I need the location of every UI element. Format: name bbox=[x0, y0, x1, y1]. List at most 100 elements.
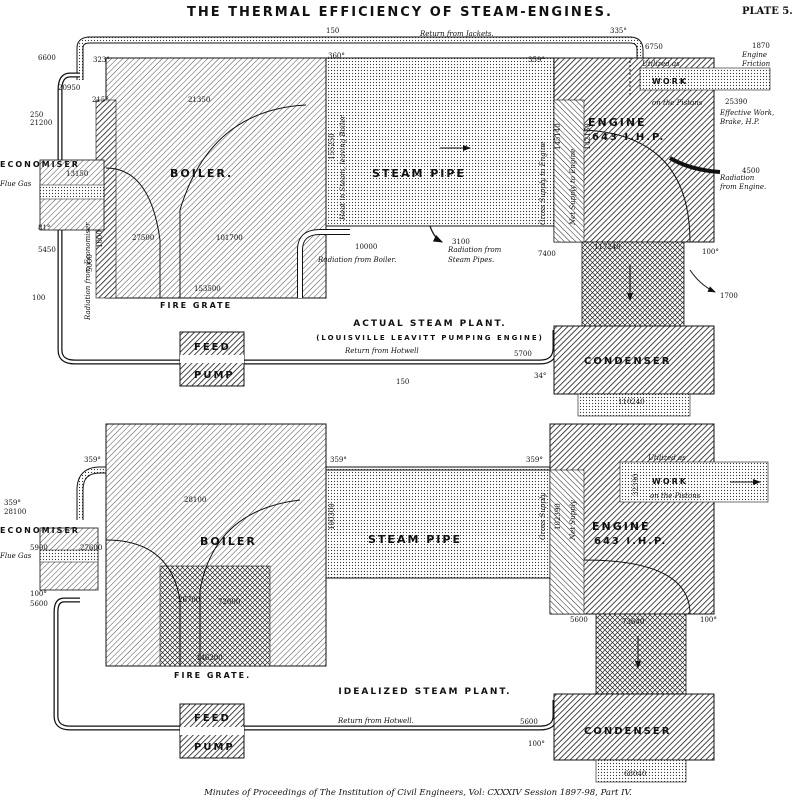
fire-grate-label: FIRE GRATE bbox=[160, 301, 232, 310]
value-6750: 6750 bbox=[645, 43, 663, 51]
ideal-value-5600b: 5600 bbox=[570, 616, 588, 624]
work-band bbox=[639, 67, 771, 91]
value-145140: 145140 bbox=[554, 123, 562, 150]
boiler-label: BOILER. bbox=[170, 167, 233, 180]
ideal-value-28100b: 28100 bbox=[184, 496, 206, 504]
effective-work-label-2: Brake, H.P. bbox=[719, 118, 759, 126]
ideal-net-supply-label: Net Supply bbox=[569, 499, 577, 541]
value-5000: 5000 bbox=[86, 254, 94, 272]
radiation-pipe-label-2: Steam Pipes. bbox=[448, 256, 494, 264]
engine-friction-label-1: Engine bbox=[741, 51, 767, 59]
condenser-label: CONDENSER bbox=[584, 356, 671, 367]
value-3100: 3100 bbox=[452, 238, 470, 246]
ideal-value-100300: 100300 bbox=[328, 503, 336, 530]
ideal-engine-label: ENGINE bbox=[592, 520, 651, 533]
radiation-pipe-branch bbox=[429, 225, 444, 243]
value-13150: 13150 bbox=[66, 170, 88, 178]
ideal-engine-power-label: 643 I.H.P. bbox=[594, 536, 667, 547]
value-21200: 21200 bbox=[30, 119, 52, 127]
value-1000: 1000 bbox=[96, 230, 104, 248]
value-25390: 25390 bbox=[725, 98, 747, 106]
value-155250: 155250 bbox=[328, 133, 336, 160]
ideal-value-100c: 100° bbox=[528, 740, 545, 748]
net-supply-label: Net Supply to Engine bbox=[569, 149, 577, 226]
value-153500: 153500 bbox=[194, 285, 221, 293]
ideal-steam-pipe-block bbox=[325, 469, 555, 579]
value-10000: 10000 bbox=[355, 243, 377, 251]
value-323: 323° bbox=[93, 56, 110, 64]
ideal-pump-label: PUMP bbox=[194, 742, 235, 753]
value-215: 215° bbox=[92, 96, 109, 104]
value-7400: 7400 bbox=[538, 250, 556, 258]
value-100: 100 bbox=[32, 294, 45, 302]
radiation-pipe-label-1: Radiation from bbox=[447, 246, 502, 254]
ideal-value-5600c: 5600 bbox=[520, 718, 538, 726]
plate-number: PLATE 5. bbox=[742, 6, 793, 17]
value-5700: 5700 bbox=[514, 350, 532, 358]
idealized-steam-plant: ECONOMISER Flue Gas BOILER STEAM PIPE EN… bbox=[0, 423, 769, 783]
ideal-value-26700: 26700 bbox=[178, 596, 200, 604]
radiation-boiler-label: Radiation from Boiler. bbox=[317, 256, 396, 264]
ideal-value-27600: 27600 bbox=[80, 544, 102, 552]
economiser-label: ECONOMISER bbox=[0, 160, 80, 169]
pump-label: PUMP bbox=[194, 370, 235, 381]
value-27500: 27500 bbox=[132, 234, 154, 242]
ideal-steam-pipe-label: STEAM PIPE bbox=[368, 533, 462, 546]
ideal-condenser-block bbox=[553, 693, 715, 761]
ideal-value-28100a: 28100 bbox=[4, 508, 26, 516]
return-jackets-label: Return from Jackets. bbox=[419, 30, 494, 38]
plant-subtitle: (LOUISVILLE LEAVITT PUMPING ENGINE) bbox=[316, 334, 544, 342]
ideal-value-32390: 32390 bbox=[632, 474, 640, 496]
ideal-value-73640: 73640 bbox=[622, 618, 644, 626]
steam-pipe-label: STEAM PIPE bbox=[372, 167, 466, 180]
value-81: 81° bbox=[38, 224, 50, 232]
ideal-value-5900: 5900 bbox=[30, 544, 48, 552]
ideal-value-359d: 359° bbox=[4, 499, 21, 507]
condenser-block bbox=[553, 325, 715, 395]
ideal-value-100b: 100° bbox=[700, 616, 717, 624]
ideal-value-68040: 68040 bbox=[624, 770, 646, 778]
ideal-value-359c: 359° bbox=[526, 456, 543, 464]
value-100a: 100° bbox=[702, 248, 719, 256]
value-117240: 117240 bbox=[594, 243, 621, 251]
ideal-value-146200: 146200 bbox=[196, 654, 223, 662]
flue-gas-label: Flue Gas bbox=[0, 180, 32, 188]
effective-work-label-1: Effective Work, bbox=[719, 109, 774, 117]
value-150-bottom: 150 bbox=[396, 378, 409, 386]
ideal-economiser-label: ECONOMISER bbox=[0, 526, 80, 535]
value-110240: 110240 bbox=[618, 398, 645, 406]
plant-title: ACTUAL STEAM PLANT. bbox=[353, 319, 506, 329]
radiation-engine-label-1: Radiation bbox=[719, 174, 755, 182]
gross-supply-label: Gross Supply to Engine bbox=[539, 142, 547, 226]
ideal-return-hotwell-label: Return from Hotwell. bbox=[337, 717, 414, 725]
value-101700: 101700 bbox=[216, 234, 243, 242]
ideal-gross-supply-label: Gross Supply bbox=[539, 492, 547, 540]
heat-boiler-steam-label: Heat in Steam, leaving Boiler bbox=[339, 115, 347, 221]
value-150-top: 150 bbox=[326, 27, 339, 35]
feed-label: FEED bbox=[194, 342, 231, 353]
ideal-value-359b: 359° bbox=[330, 456, 347, 464]
actual-steam-plant: ECONOMISER Flue Gas BOILER. STEAM PIPE E… bbox=[0, 27, 774, 417]
value-360: 360° bbox=[328, 52, 345, 60]
radiation-engine-label-2: from Engine. bbox=[719, 183, 766, 191]
engine-label: ENGINE bbox=[588, 116, 647, 129]
value-1700: 1700 bbox=[720, 292, 738, 300]
plate-title: THE THERMAL EFFICIENCY OF STEAM-ENGINES. bbox=[187, 5, 613, 20]
value-4500: 4500 bbox=[742, 167, 760, 175]
engine-friction-label-2: Friction bbox=[741, 60, 771, 68]
ideal-value-100a: 100° bbox=[30, 590, 47, 598]
ideal-value-359a: 359° bbox=[84, 456, 101, 464]
value-359: 359° bbox=[528, 56, 545, 64]
on-pistons-label: on the Pistons bbox=[652, 99, 703, 107]
source-citation: Minutes of Proceedings of The Institutio… bbox=[203, 788, 632, 798]
value-5450: 5450 bbox=[38, 246, 56, 254]
steam-pipe-block bbox=[325, 57, 555, 227]
ideal-value-5600a: 5600 bbox=[30, 600, 48, 608]
engine-power-label: 643 I.H.P. bbox=[592, 132, 665, 143]
ideal-utilized-as-label: Utilized as bbox=[648, 454, 686, 462]
value-335: 335° bbox=[610, 27, 627, 35]
ideal-fire-grate-label: FIRE GRATE. bbox=[174, 671, 251, 680]
ideal-boiler-label: BOILER bbox=[200, 535, 257, 548]
radiation-engine-branch bbox=[668, 156, 721, 174]
